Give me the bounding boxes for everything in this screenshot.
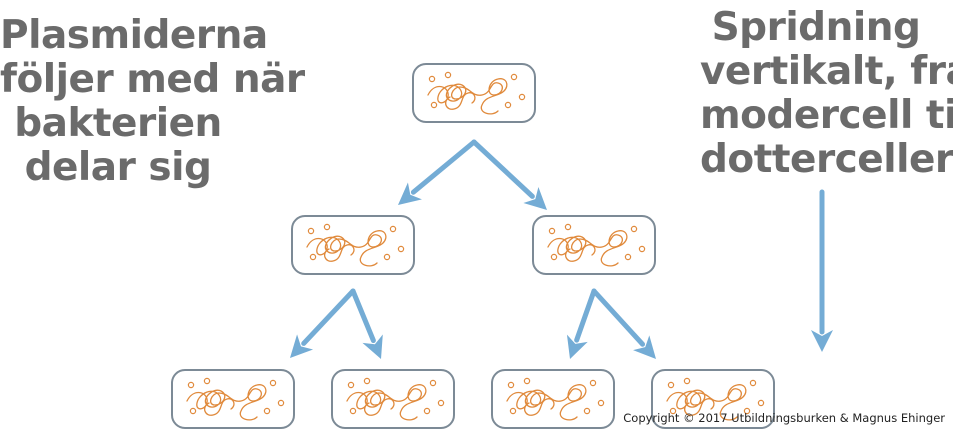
plasmid-icon xyxy=(638,245,646,253)
plasmid-icon xyxy=(507,381,515,389)
plasmid-icon xyxy=(430,101,438,109)
plasmid-icon xyxy=(323,223,331,231)
right-caption: Spridning vertikalt, från modercell till… xyxy=(700,5,953,182)
plasmid-icon xyxy=(383,253,391,261)
plasmid-icon xyxy=(437,399,445,407)
plasmid-icon xyxy=(429,379,437,387)
plasmid-icon xyxy=(624,253,632,261)
arrow-shaft xyxy=(410,139,477,195)
chromosome-icon xyxy=(427,78,508,115)
arrow-shaft xyxy=(471,139,535,199)
division-arrow-icon xyxy=(350,288,383,359)
bacterium-cell-icon xyxy=(651,369,775,429)
arrow-head xyxy=(398,182,422,205)
plasmid-icon xyxy=(509,407,517,415)
bacterium-cell-icon xyxy=(331,369,455,429)
plasmid-icon xyxy=(589,379,597,387)
bacterium-cell-icon xyxy=(532,215,656,275)
division-arrows xyxy=(290,139,833,359)
plasmid-icon xyxy=(583,407,591,415)
plasmid-icon xyxy=(309,253,317,261)
plasmid-icon xyxy=(548,227,556,235)
chromosome-icon xyxy=(547,230,628,267)
chromosome-icon xyxy=(506,384,587,421)
chromosome-icon xyxy=(666,384,747,421)
right-caption-line-1: Spridning xyxy=(711,5,921,50)
plasmid-icon xyxy=(423,407,431,415)
arrow-head xyxy=(633,335,656,359)
plasmid-icon xyxy=(277,399,285,407)
plasmid-icon xyxy=(630,225,638,233)
left-caption-line-3: bakterien xyxy=(14,101,222,146)
right-caption-line-3: modercell till xyxy=(700,93,953,138)
plasmid-icon xyxy=(307,227,315,235)
arrow-shaft xyxy=(574,288,597,343)
arrow-shaft xyxy=(350,288,376,344)
arrow-shaft xyxy=(301,288,356,346)
arrow-head xyxy=(811,330,833,352)
plasmid-icon xyxy=(683,377,691,385)
arrow-head xyxy=(290,334,314,358)
plasmid-icon xyxy=(523,377,531,385)
plasmid-icon xyxy=(550,253,558,261)
right-caption-line-2: vertikalt, från xyxy=(700,49,953,94)
plasmid-icon xyxy=(757,399,765,407)
plasmid-icon xyxy=(749,379,757,387)
plasmid-icon xyxy=(347,381,355,389)
plasmid-icon xyxy=(518,93,526,101)
plasmid-icon xyxy=(510,73,518,81)
plasmid-icon xyxy=(349,407,357,415)
arrow-head xyxy=(362,334,383,359)
division-arrow-icon xyxy=(398,139,477,205)
plasmid-icon xyxy=(187,381,195,389)
plasmid-icon xyxy=(363,377,371,385)
chromosome-icon xyxy=(346,384,427,421)
bacterium-cell-icon xyxy=(491,369,615,429)
division-arrow-icon xyxy=(290,288,356,358)
chromosome-icon xyxy=(306,230,387,267)
bacterium-cell-icon xyxy=(291,215,415,275)
plasmid-icon xyxy=(389,225,397,233)
copyright-notice: Copyright © 2017 Utbildningsburken & Mag… xyxy=(623,411,945,425)
bacteria-cells xyxy=(171,63,775,429)
plasmid-icon xyxy=(269,379,277,387)
arrow-head xyxy=(523,186,547,210)
bacterium-cell-icon xyxy=(412,63,536,123)
chromosome-icon xyxy=(186,384,267,421)
right-caption-line-4: dotterceller xyxy=(700,137,953,182)
division-arrow-icon xyxy=(566,288,597,359)
plasmid-icon xyxy=(397,245,405,253)
plasmid-icon xyxy=(597,399,605,407)
arrow-shaft xyxy=(591,288,646,347)
left-caption-line-1: Plasmiderna xyxy=(0,13,268,58)
plasmid-icon xyxy=(189,407,197,415)
plasmid-icon xyxy=(428,75,436,83)
plasmid-icon xyxy=(669,407,677,415)
bacterium-cell-icon xyxy=(171,369,295,429)
division-arrow-icon xyxy=(811,189,833,352)
plasmid-icon xyxy=(444,71,452,79)
plasmid-icon xyxy=(564,223,572,231)
plasmid-icon xyxy=(203,377,211,385)
plasmid-icon xyxy=(743,407,751,415)
plasmid-icon xyxy=(263,407,271,415)
left-caption-line-4: delar sig xyxy=(24,145,212,190)
arrow-head xyxy=(566,334,588,359)
plasmid-icon xyxy=(667,381,675,389)
plasmid-icon xyxy=(504,101,512,109)
division-arrow-icon xyxy=(471,139,547,210)
division-arrow-icon xyxy=(591,288,656,359)
